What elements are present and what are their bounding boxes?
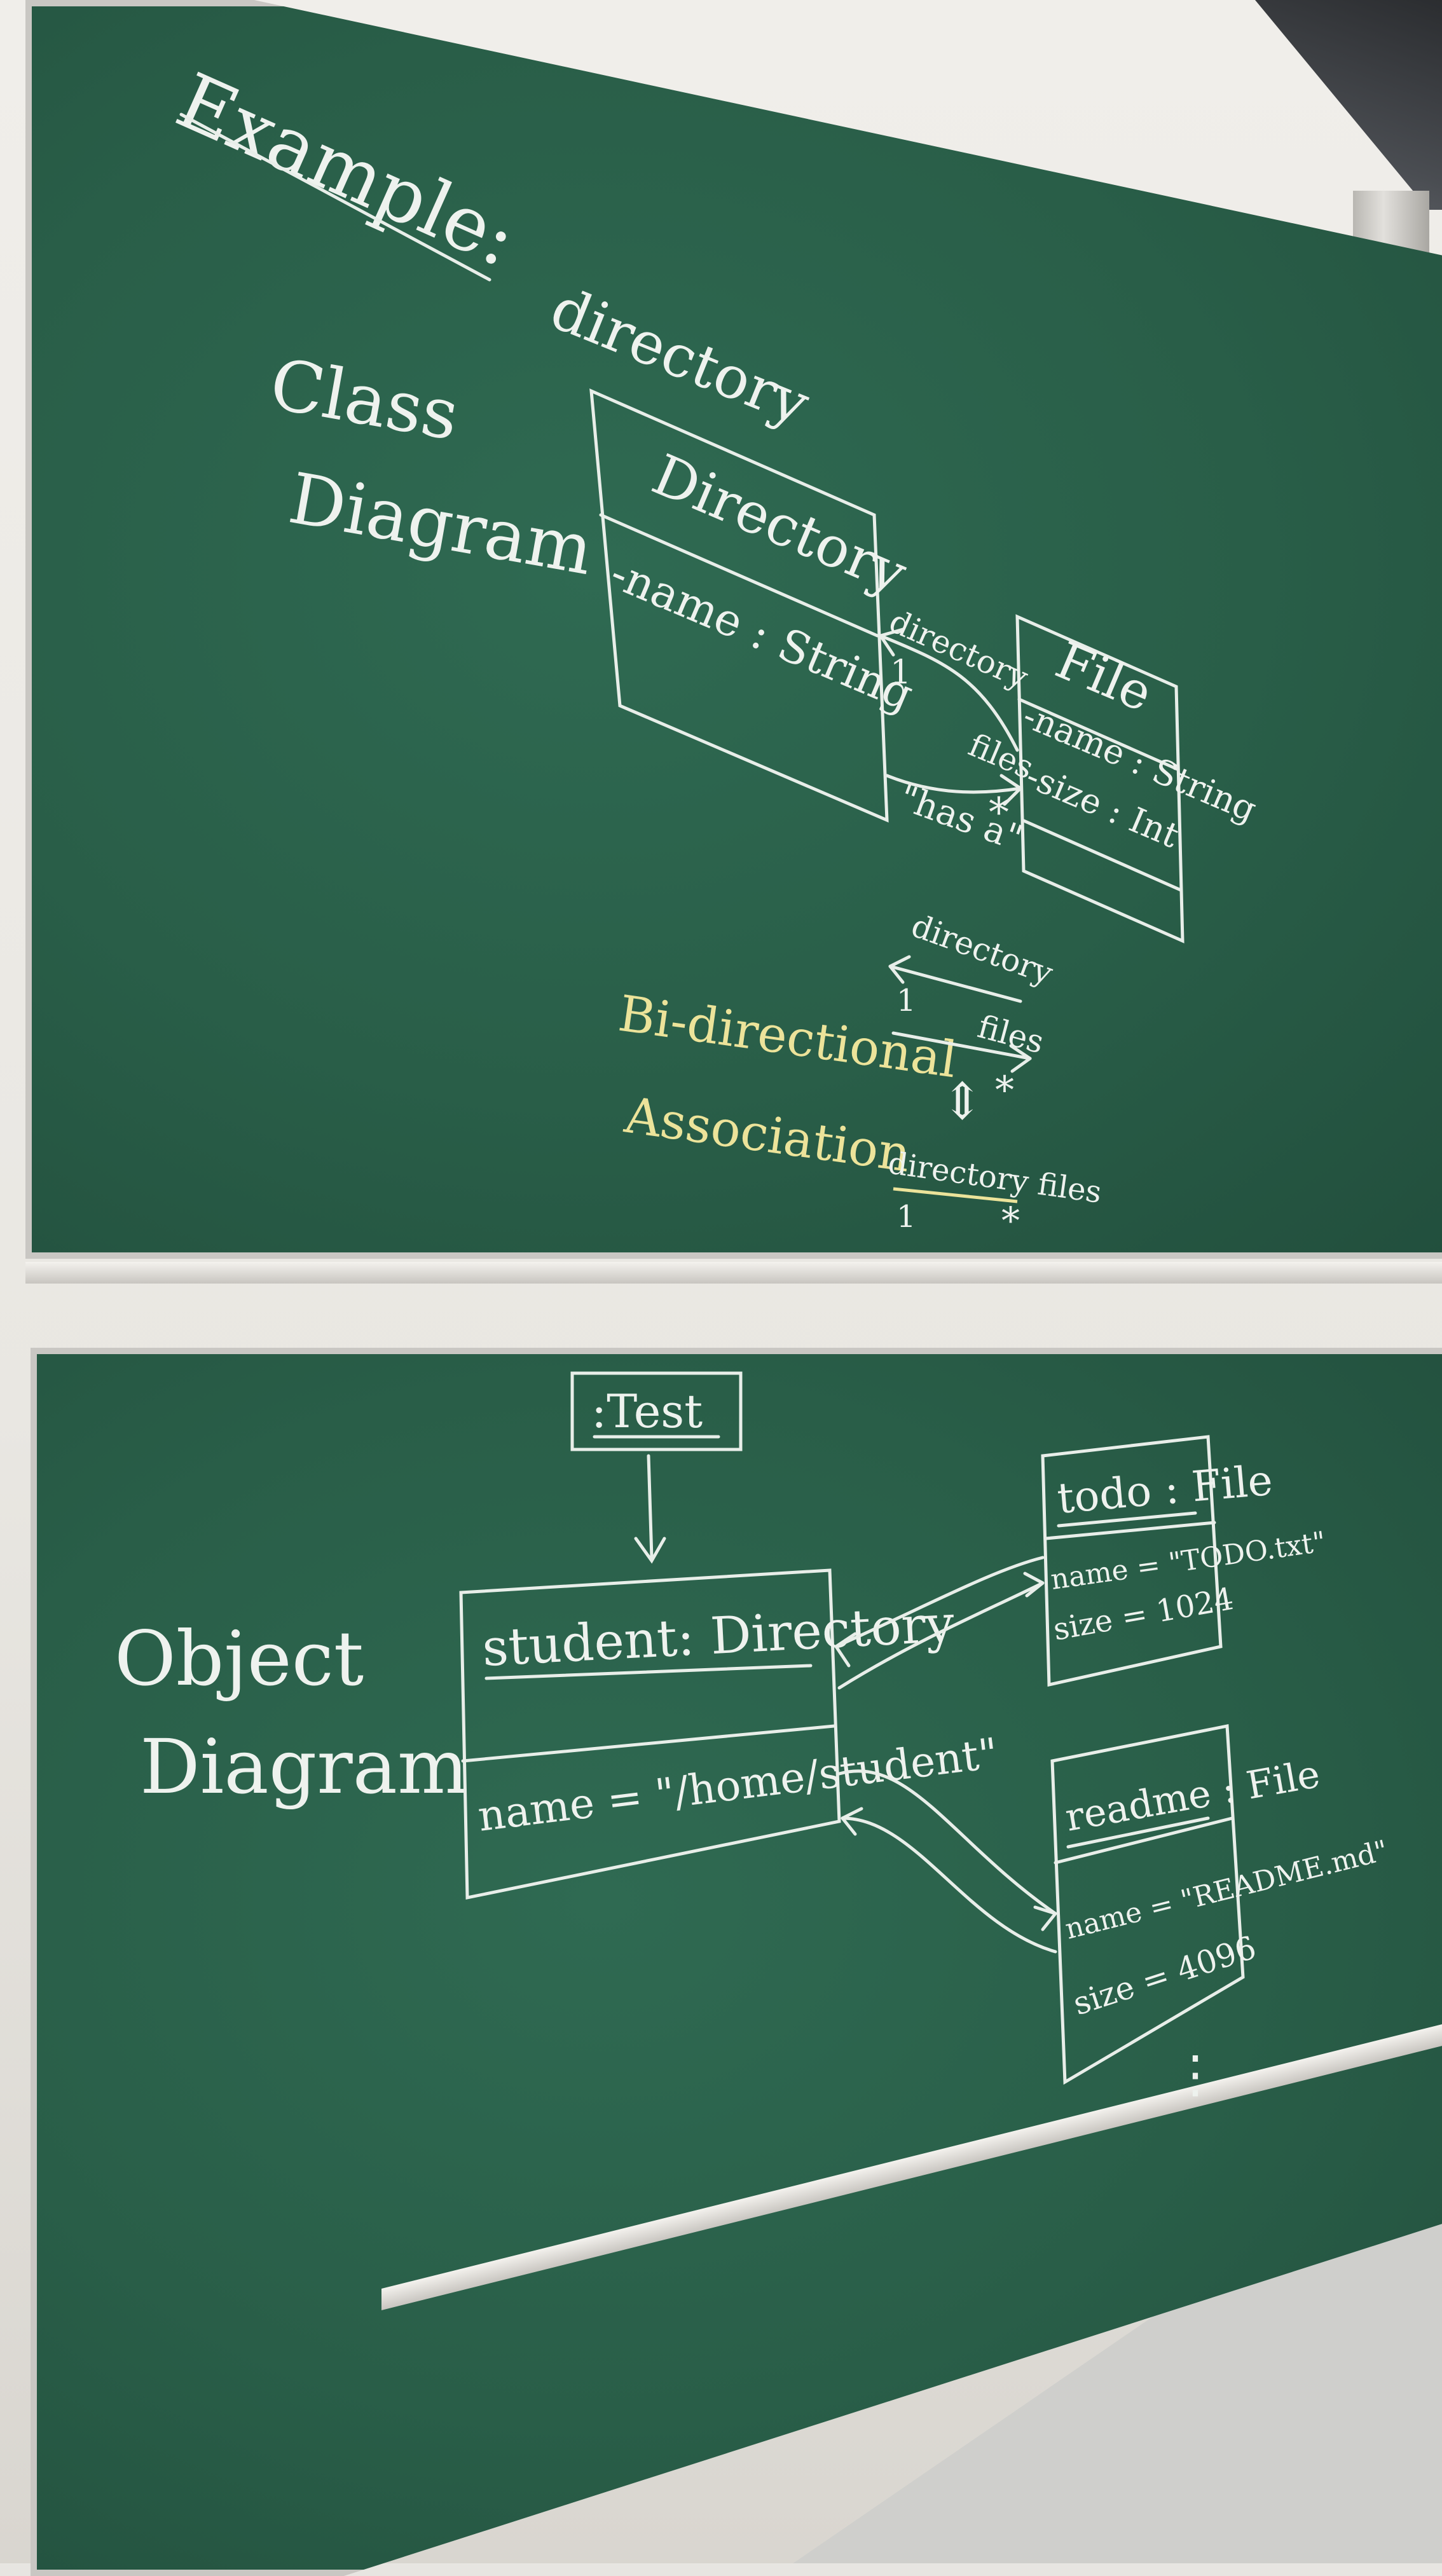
bidirectional-arrowhead-left [888, 955, 911, 984]
association-line-upper [879, 634, 1019, 752]
bidirectional-mult-many: * [995, 1068, 1014, 1113]
test-object-box: :Test [570, 1371, 743, 1564]
readme-object-outline [1050, 1723, 1245, 2085]
bidirectional-short-line [893, 1187, 1018, 1203]
student-object-outline [459, 1568, 841, 1900]
student-object-divider [461, 1724, 836, 1763]
bidirectional-arrow-right [891, 1031, 1032, 1060]
ellipsis-icon: ⋮ [1170, 2045, 1221, 2104]
bidirectional-role-directory: directory [907, 907, 1058, 992]
todo-object-box: todo : File name = "TODO.txt" size = 102… [1041, 1435, 1328, 1687]
file-class-divider [1017, 697, 1179, 771]
heading: Example: [164, 57, 530, 285]
link-student-readme-upper [837, 1769, 1057, 1915]
bidirectional-short-mult-one: 1 [896, 1199, 916, 1235]
class-diagram-label-line2: Diagram [283, 458, 599, 591]
student-object-attribute: name = "/home/student" [476, 1729, 1001, 1841]
link-arrowhead-readme [1033, 1905, 1057, 1931]
bidirectional-arrowhead-right [1009, 1044, 1032, 1073]
association-arrowhead-left [879, 627, 905, 657]
file-class-outline [1015, 614, 1184, 943]
directory-class-divider [599, 513, 879, 638]
todo-object-outline [1041, 1435, 1223, 1687]
student-object-box: student: Directory name = "/home/student… [459, 1568, 1001, 1900]
subtitle: directory [542, 274, 819, 439]
readme-object-attribute-size: size = 4096 [1069, 1929, 1261, 2022]
directory-class-outline [589, 388, 889, 823]
readme-object-underline [1066, 1816, 1210, 1849]
todo-object-attribute-name: name = "TODO.txt" [1048, 1526, 1328, 1596]
file-class-box: File -name : String -size : Int [1015, 614, 1262, 943]
object-links [834, 1556, 1057, 1954]
bidirectional-arrow-left [888, 964, 1022, 1003]
object-diagram-label-line1: Object [114, 1615, 364, 1702]
link-arrowhead-student-lower [841, 1807, 863, 1836]
object-diagram-label-line2: Diagram [140, 1723, 469, 1811]
link-student-todo-lower [837, 1581, 1045, 1690]
readme-object-divider [1054, 1816, 1234, 1865]
readme-object-attribute-name: name = "README.md" [1062, 1834, 1391, 1946]
file-class-divider-2 [1020, 818, 1183, 892]
equivalence-icon: ⇕ [941, 1072, 984, 1131]
heading-underline [179, 113, 491, 282]
bidirectional-role-files: files [974, 1008, 1048, 1061]
test-object-name: :Test [591, 1385, 703, 1438]
association-line-lower [885, 774, 1022, 794]
student-object-name: student: Directory [481, 1594, 956, 1678]
link-student-todo-upper [834, 1556, 1045, 1648]
bidirectional-mult-one: 1 [896, 983, 916, 1018]
chalkboard-top [25, 0, 1442, 1259]
object-diagram: Object Diagram :Test student: Directory … [114, 1371, 1391, 2104]
bidirectional-section: Bi-directional Association directory 1 f… [615, 907, 1104, 1242]
test-object-outline [570, 1371, 743, 1451]
todo-object-name: todo : File [1055, 1456, 1275, 1523]
directory-class-box: Directory -name : String [589, 388, 921, 823]
student-object-underline [484, 1664, 813, 1680]
todo-object-underline [1057, 1511, 1197, 1528]
link-arrowhead-student-upper [834, 1632, 857, 1668]
class-diagram: Example: directory Class Diagram Directo… [164, 57, 1262, 1242]
association-mult-many: * [989, 790, 1009, 837]
association-mult-one: 1 [890, 654, 911, 692]
chalk-tray-top [25, 1262, 1442, 1284]
class-association: directory 1 files * "has a" [879, 603, 1039, 860]
link-arrowhead-todo [1023, 1572, 1045, 1598]
link-student-readme-lower [841, 1816, 1057, 1954]
todo-object-divider [1044, 1521, 1216, 1540]
readme-object-box: readme : File name = "README.md" size = … [1050, 1723, 1391, 2104]
bidirectional-label-line2: Association [621, 1087, 914, 1184]
test-arrow [634, 1454, 666, 1564]
association-arrowhead-right [999, 774, 1022, 806]
class-diagram-label-line1: Class [264, 343, 465, 456]
bidirectional-short-mult-many: * [1001, 1199, 1020, 1242]
